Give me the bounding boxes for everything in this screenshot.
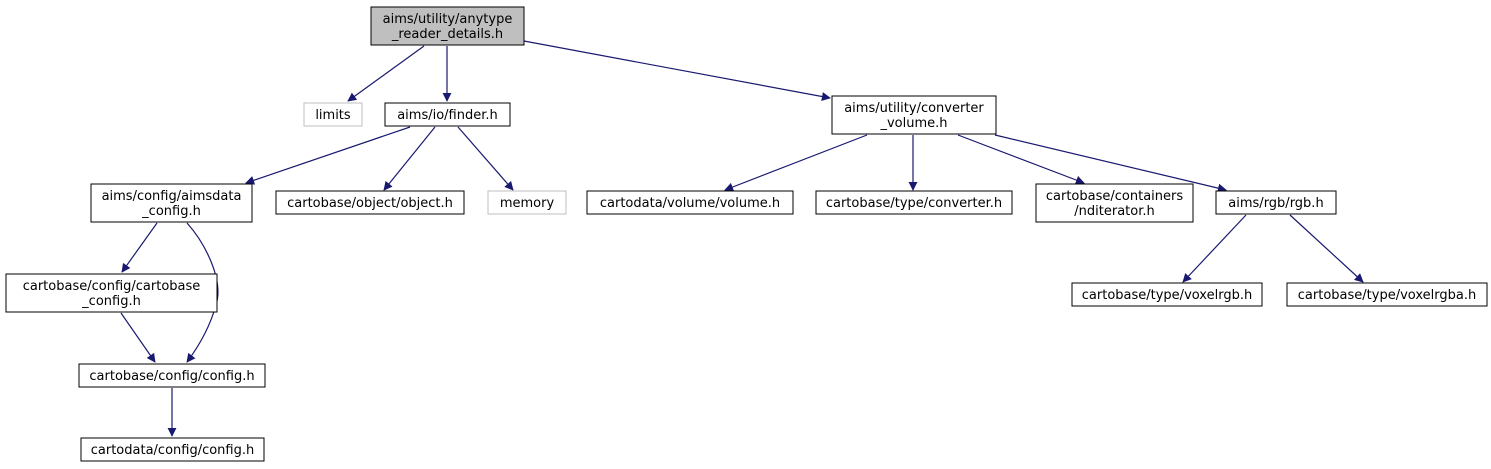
node-finder[interactable]: aims/io/finder.h — [384, 102, 511, 127]
edge-finder-to-memory — [457, 126, 514, 191]
node-label-cartobase_config: cartobase/config/cartobase — [23, 279, 201, 294]
edge-converter_volume-to-nditerator — [957, 134, 1085, 185]
edge-root-to-limits — [347, 45, 425, 102]
node-label-object: cartobase/object/object.h — [287, 196, 453, 211]
node-voxelrgb[interactable]: cartobase/type/voxelrgb.h — [1071, 282, 1263, 307]
node-label-voxelrgba: cartobase/type/voxelrgba.h — [1298, 288, 1476, 303]
node-box-volume — [586, 190, 794, 215]
edge-finder-to-aimsdata_config — [245, 126, 411, 185]
node-label-cartodata_config_h: cartodata/config/config.h — [91, 443, 254, 458]
node-box-finder — [384, 102, 511, 127]
node-box-root — [370, 6, 525, 46]
node-box-cartodata_config_h — [80, 437, 265, 462]
nodes-layer: aims/utility/anytype_reader_details.hlim… — [5, 6, 1488, 462]
node-box-converter — [815, 190, 1013, 215]
node-rgb[interactable]: aims/rgb/rgb.h — [1215, 190, 1337, 215]
node-label-cartobase_config: _config.h — [81, 294, 141, 309]
node-label-voxelrgb: cartobase/type/voxelrgb.h — [1082, 288, 1252, 303]
node-volume[interactable]: cartodata/volume/volume.h — [586, 190, 794, 215]
node-box-voxelrgb — [1071, 282, 1263, 307]
node-root[interactable]: aims/utility/anytype_reader_details.h — [370, 6, 525, 46]
edges-layer — [120, 40, 1364, 437]
node-label-memory: memory — [500, 196, 555, 211]
node-label-root: aims/utility/anytype — [383, 12, 513, 27]
node-nditerator[interactable]: cartobase/containers/nditerator.h — [1035, 183, 1194, 223]
edge-cartobase_config-to-cartobase_config_h — [120, 312, 156, 363]
node-converter[interactable]: cartobase/type/converter.h — [815, 190, 1013, 215]
node-label-converter_volume: aims/utility/converter — [844, 101, 984, 116]
node-box-nditerator — [1035, 183, 1194, 223]
node-voxelrgba[interactable]: cartobase/type/voxelrgba.h — [1286, 282, 1488, 307]
node-box-cartobase_config — [5, 273, 218, 313]
node-converter_volume[interactable]: aims/utility/converter_volume.h — [831, 95, 997, 135]
edge-aimsdata_config-to-cartobase_config — [121, 222, 158, 273]
edge-root-to-converter_volume — [523, 40, 831, 101]
node-box-aimsdata_config — [90, 183, 253, 223]
node-cartobase_config_h[interactable]: cartobase/config/config.h — [78, 363, 266, 388]
node-label-nditerator: cartobase/containers — [1046, 189, 1183, 204]
node-label-root: _reader_details.h — [391, 27, 503, 42]
node-box-rgb — [1215, 190, 1337, 215]
node-aimsdata_config[interactable]: aims/config/aimsdata_config.h — [90, 183, 253, 223]
node-object[interactable]: cartobase/object/object.h — [275, 190, 465, 215]
node-box-cartobase_config_h — [78, 363, 266, 388]
node-label-finder: aims/io/finder.h — [397, 108, 498, 123]
edge-rgb-to-voxelrgba — [1289, 214, 1364, 283]
node-label-limits: limits — [315, 108, 351, 123]
node-cartodata_config_h[interactable]: cartodata/config/config.h — [80, 437, 265, 462]
node-memory[interactable]: memory — [487, 190, 567, 215]
node-box-memory — [487, 190, 567, 215]
node-limits[interactable]: limits — [303, 102, 363, 127]
node-label-aimsdata_config: _config.h — [141, 204, 201, 219]
node-box-voxelrgba — [1286, 282, 1488, 307]
edge-converter_volume-to-volume — [724, 134, 868, 192]
node-box-object — [275, 190, 465, 215]
edge-finder-to-object — [383, 126, 436, 191]
node-label-converter: cartobase/type/converter.h — [826, 196, 1002, 211]
node-label-cartobase_config_h: cartobase/config/config.h — [89, 369, 254, 384]
node-label-converter_volume: _volume.h — [879, 116, 947, 131]
node-box-limits — [303, 102, 363, 127]
edge-converter_volume-to-rgb — [994, 134, 1227, 193]
node-box-converter_volume — [831, 95, 997, 135]
node-cartobase_config[interactable]: cartobase/config/cartobase_config.h — [5, 273, 218, 313]
node-label-nditerator: /nditerator.h — [1074, 204, 1154, 219]
node-label-volume: cartodata/volume/volume.h — [600, 196, 780, 211]
node-label-aimsdata_config: aims/config/aimsdata — [102, 189, 242, 204]
edge-rgb-to-voxelrgb — [1182, 214, 1247, 283]
node-label-rgb: aims/rgb/rgb.h — [1228, 196, 1323, 211]
